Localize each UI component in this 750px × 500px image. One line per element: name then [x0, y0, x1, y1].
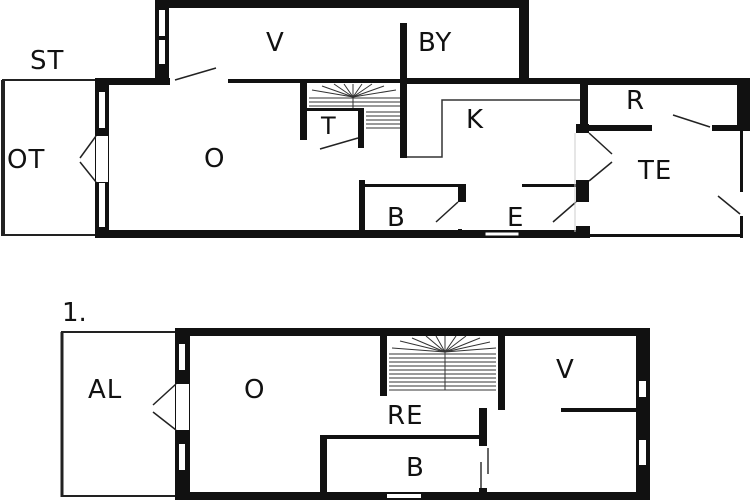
- b-window: [387, 494, 421, 498]
- first-floor-plan: [60, 328, 650, 500]
- ground-floor-plan: [1, 0, 750, 238]
- first-left-wall-openings: [152, 344, 189, 470]
- bath-entry-walls: [359, 180, 590, 238]
- room-label-k: K: [466, 105, 485, 135]
- first-floor-staircase: [380, 334, 505, 410]
- room-label-t: T: [321, 112, 337, 140]
- room-label-st: ST: [30, 46, 65, 76]
- room-label-o: O: [204, 144, 226, 174]
- v-door-swing: [174, 67, 217, 81]
- room-label-ot: OT: [7, 145, 46, 175]
- staircase: [300, 83, 400, 150]
- room-label-v: V: [266, 28, 285, 58]
- first-floor-partitions: [320, 408, 638, 497]
- room-label-al: AL: [88, 375, 123, 405]
- utility-terrace-walls: [576, 78, 750, 238]
- balcony-outline: [60, 331, 176, 497]
- upper-extension-walls: [155, 0, 529, 82]
- floor-number-label: 1.: [62, 298, 87, 328]
- e-door-swing: [552, 201, 577, 223]
- main-walls: [95, 78, 750, 238]
- v-window-1: [639, 381, 646, 397]
- room-label-b-upper: B: [406, 453, 425, 483]
- room-label-r: R: [626, 86, 646, 116]
- room-label-e: E: [507, 203, 525, 233]
- b-door-swing: [435, 201, 459, 223]
- room-label-by: BY: [418, 28, 453, 58]
- r-door-swing: [672, 114, 711, 128]
- room-label-te: TE: [638, 156, 673, 186]
- v-by-divider: [400, 23, 407, 158]
- left-wall-openings: [79, 92, 108, 227]
- room-label-re: RE: [387, 401, 424, 431]
- entry-window: [484, 231, 520, 237]
- kitchen-counter: [407, 99, 580, 158]
- te-door-swing-top: [588, 132, 613, 155]
- room-label-v-upper: V: [556, 355, 575, 385]
- te-door-swing-bottom: [588, 161, 613, 182]
- room-label-b: B: [387, 203, 406, 233]
- room-label-o-upper: O: [244, 375, 266, 405]
- te-outer-door-swing: [717, 195, 741, 215]
- terrace-outline: [1, 79, 97, 236]
- v-window-2: [639, 440, 646, 465]
